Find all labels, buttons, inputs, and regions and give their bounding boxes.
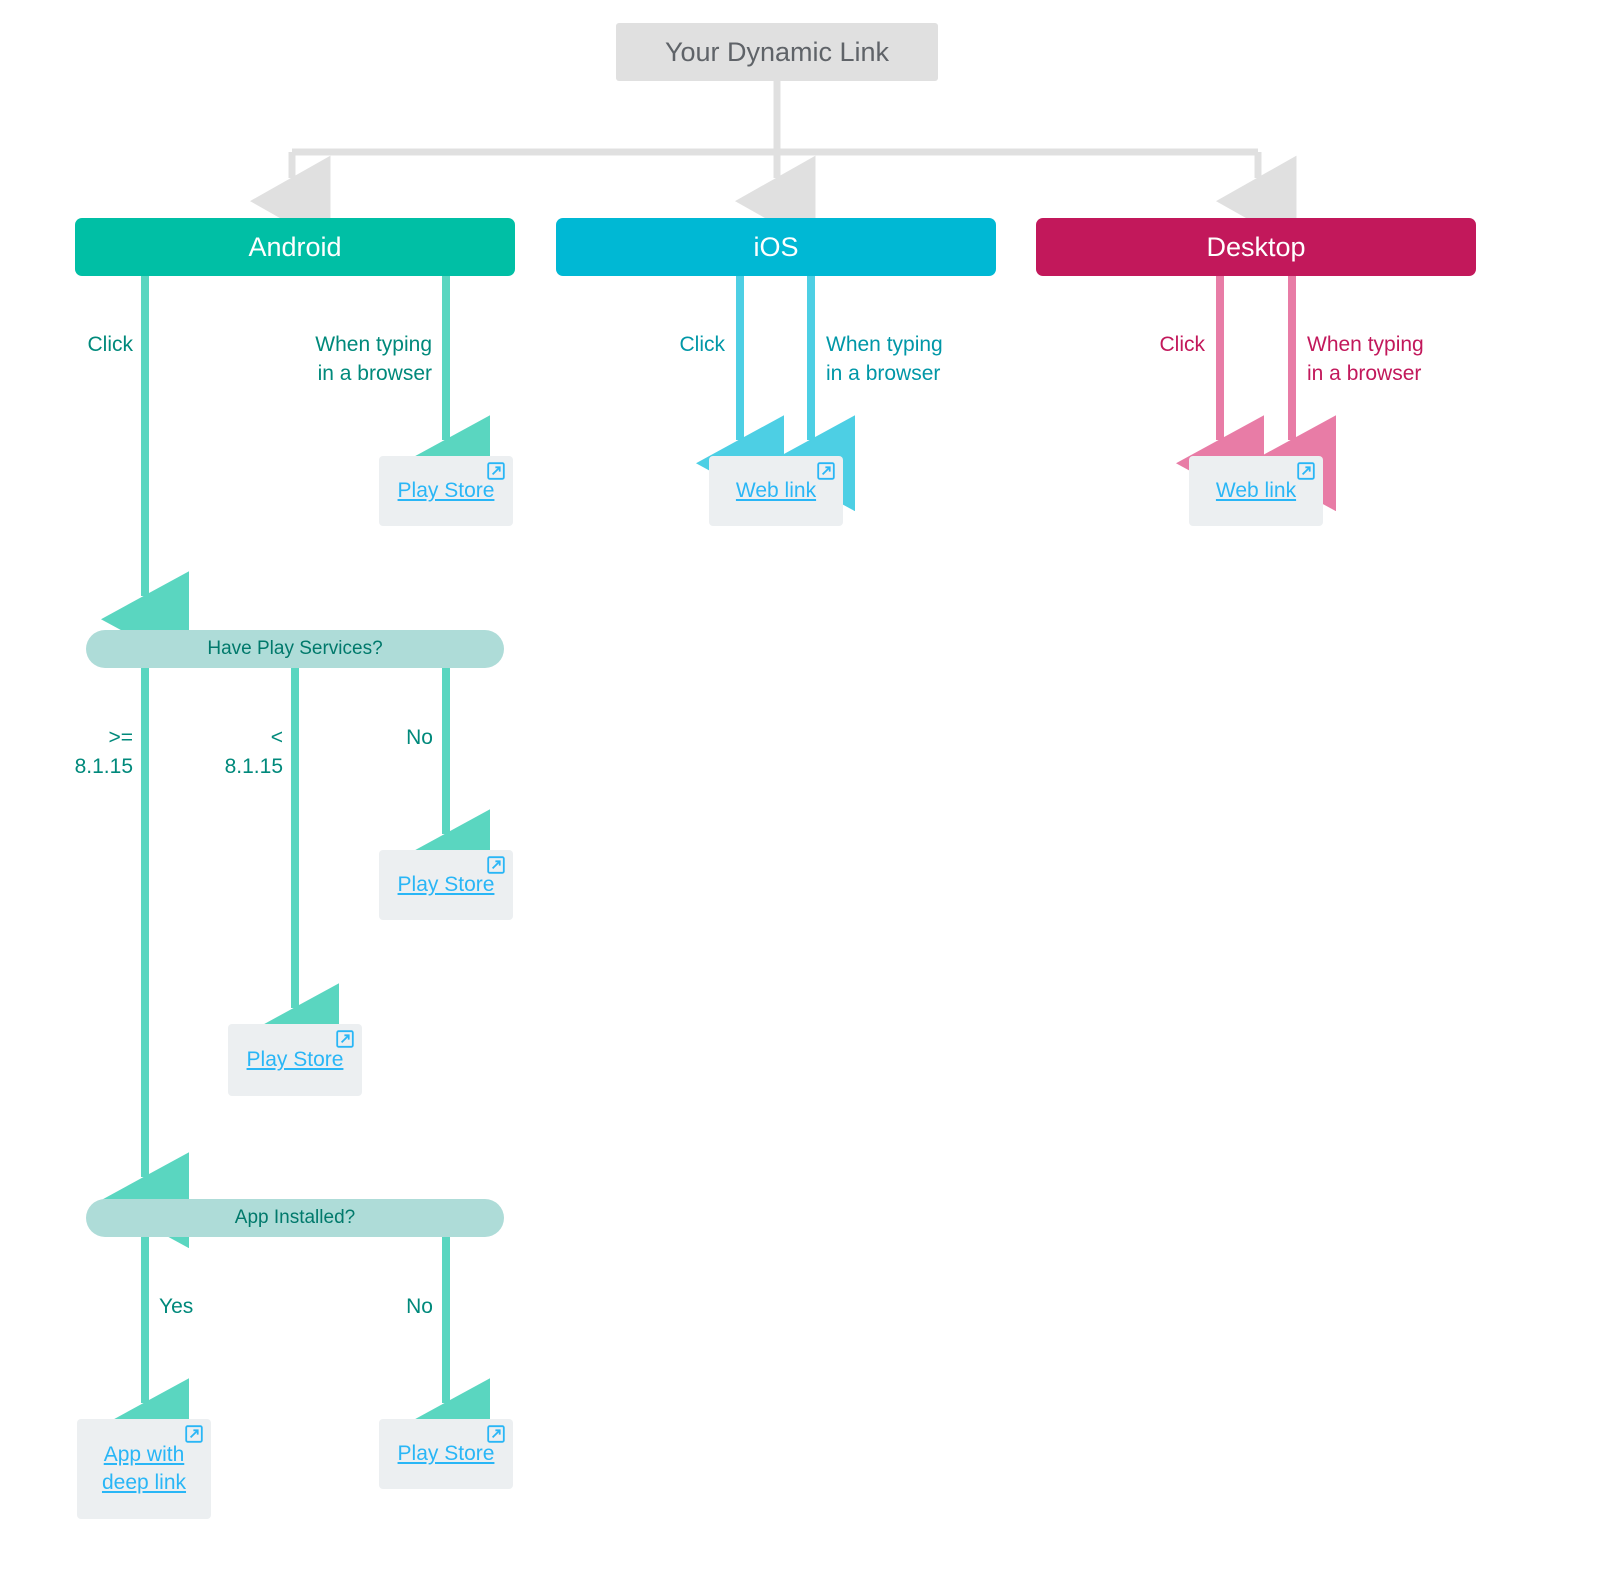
node-link-play-store-not-installed[interactable]: Play Store bbox=[379, 1419, 513, 1489]
node-your-dynamic-link: Your Dynamic Link bbox=[616, 23, 938, 81]
node-platform-android: Android bbox=[75, 218, 515, 276]
edge-label-ios-click: Click bbox=[679, 333, 726, 356]
platform-ios-label: iOS bbox=[753, 231, 799, 262]
node-link-web-link-desktop[interactable]: Web link bbox=[1189, 456, 1323, 526]
link-label: Play Store bbox=[397, 478, 495, 502]
node-platform-ios: iOS bbox=[556, 218, 996, 276]
edge-label-installed-no: No bbox=[406, 1295, 433, 1318]
edge-label-services-no: No bbox=[406, 726, 433, 749]
external-link-icon bbox=[817, 462, 835, 480]
external-link-icon bbox=[487, 856, 505, 874]
edge-label-android-click: Click bbox=[87, 333, 134, 356]
edge-label-android-typing: When typing in a browser bbox=[315, 333, 432, 385]
link-label: Web link bbox=[735, 478, 817, 502]
node-decision-app-installed: App Installed? bbox=[86, 1199, 504, 1237]
node-link-app-with-deep-link[interactable]: App with deep link bbox=[77, 1419, 211, 1519]
external-link-icon bbox=[1297, 462, 1315, 480]
link-label: Web link bbox=[1215, 478, 1297, 502]
platform-desktop-label: Desktop bbox=[1206, 231, 1306, 262]
decision-app-installed-label: App Installed? bbox=[234, 1207, 356, 1228]
decision-play-services-label: Have Play Services? bbox=[207, 638, 383, 659]
node-link-play-store-android-typing[interactable]: Play Store bbox=[379, 456, 513, 526]
external-link-icon bbox=[487, 1425, 505, 1443]
external-link-icon bbox=[185, 1425, 203, 1443]
external-link-icon bbox=[487, 462, 505, 480]
link-label: Play Store bbox=[246, 1047, 344, 1071]
node-link-play-store-old-services[interactable]: Play Store bbox=[228, 1024, 362, 1096]
link-label: Play Store bbox=[397, 872, 495, 896]
node-decision-have-play-services: Have Play Services? bbox=[86, 630, 504, 668]
external-link-icon bbox=[336, 1030, 354, 1048]
edge-label-ios-typing: When typing in a browser bbox=[826, 333, 943, 385]
platform-android-label: Android bbox=[248, 231, 342, 262]
edge-root-bus bbox=[292, 81, 1258, 156]
link-label: App with deep link bbox=[101, 1442, 187, 1494]
edge-label-services-lt-8-1-15: < 8.1.15 bbox=[224, 726, 283, 778]
edge-label-desktop-click: Click bbox=[1159, 333, 1206, 356]
edge-label-desktop-typing: When typing in a browser bbox=[1307, 333, 1424, 385]
edge-label-services-gte-8-1-15: >= 8.1.15 bbox=[74, 726, 133, 778]
node-platform-desktop: Desktop bbox=[1036, 218, 1476, 276]
node-link-web-link-ios[interactable]: Web link bbox=[709, 456, 843, 526]
root-label: Your Dynamic Link bbox=[664, 36, 890, 67]
link-label: Play Store bbox=[397, 1441, 495, 1465]
edge-label-installed-yes: Yes bbox=[159, 1295, 194, 1318]
node-link-play-store-no-services[interactable]: Play Store bbox=[379, 850, 513, 920]
